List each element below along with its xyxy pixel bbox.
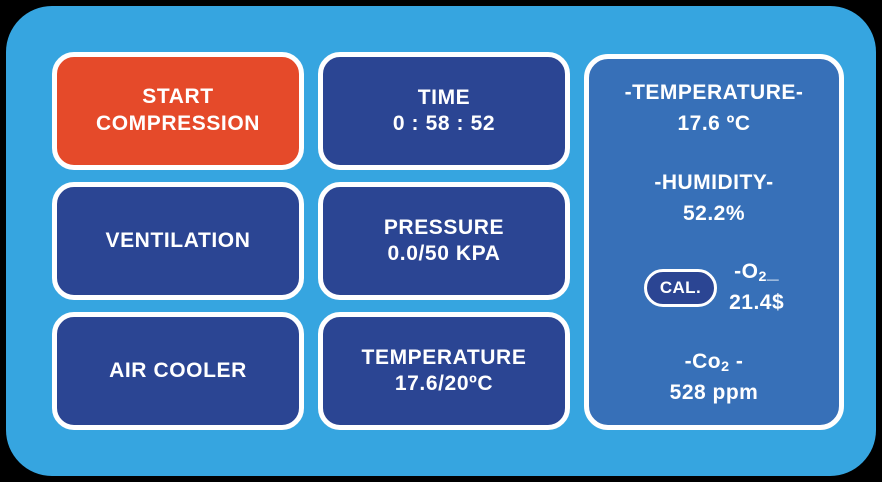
sensor-temperature-value: 17.6 ºC: [677, 112, 751, 135]
device-body: START COMPRESSION VENTILATION AIR COOLER…: [6, 6, 876, 476]
pressure-label: PRESSURE: [383, 215, 505, 239]
start-compression-label-line2: COMPRESSION: [95, 112, 261, 135]
air-cooler-label: AIR COOLER: [109, 358, 247, 382]
sensor-carbon-dioxide: -Co2 - 528 ppm: [603, 350, 825, 405]
time-readout[interactable]: TIME 0 : 58 : 52: [318, 52, 570, 170]
sensor-humidity-value: 52.2%: [682, 201, 746, 225]
sensor-humidity: -HUMIDITY- 52.2%: [603, 171, 825, 226]
ventilation-button[interactable]: VENTILATION: [52, 182, 304, 300]
oxygen-text-group: -O2_ 21.4$: [729, 260, 784, 315]
sensor-oxygen-label-prefix: -O: [734, 260, 759, 284]
sensor-oxygen: CAL. -O2_ 21.4$: [603, 260, 825, 315]
sensor-temperature: -TEMPERATURE- 17.6 ºC: [603, 81, 825, 136]
sensor-co2-label-subscript: 2: [721, 358, 730, 375]
sensor-oxygen-label: -O2_: [729, 260, 784, 285]
sensor-co2-label-suffix: -: [729, 349, 744, 373]
temperature-readout[interactable]: TEMPERATURE 17.6/20ºC: [318, 312, 570, 430]
sensor-oxygen-label-suffix: _: [766, 260, 780, 284]
temperature-value: 17.6/20ºC: [394, 372, 494, 395]
time-label: TIME: [417, 85, 471, 109]
air-cooler-button[interactable]: AIR COOLER: [52, 312, 304, 430]
oxygen-calibrate-button[interactable]: CAL.: [643, 268, 718, 307]
temperature-label: TEMPERATURE: [361, 345, 527, 369]
sensor-humidity-label: -HUMIDITY-: [654, 170, 774, 194]
sensor-oxygen-label-subscript: 2: [758, 268, 767, 285]
pressure-value: 0.0/50 KPA: [387, 242, 501, 265]
sensor-carbon-dioxide-label: -Co2 -: [603, 349, 825, 375]
pressure-readout[interactable]: PRESSURE 0.0/50 KPA: [318, 182, 570, 300]
sensor-carbon-dioxide-value: 528 ppm: [669, 380, 759, 404]
sensor-co2-label-prefix: -Co: [684, 349, 722, 373]
readout-column: TIME 0 : 58 : 52 PRESSURE 0.0/50 KPA TEM…: [318, 52, 570, 430]
sensor-panel: -TEMPERATURE- 17.6 ºC -HUMIDITY- 52.2% C…: [584, 54, 844, 430]
control-button-column: START COMPRESSION VENTILATION AIR COOLER: [52, 52, 304, 430]
sensor-temperature-label: -TEMPERATURE-: [624, 81, 804, 104]
time-value: 0 : 58 : 52: [392, 112, 496, 135]
ventilation-label: VENTILATION: [105, 228, 251, 252]
start-compression-button[interactable]: START COMPRESSION: [52, 52, 304, 170]
start-compression-label-line1: START: [142, 85, 214, 109]
sensor-oxygen-value: 21.4$: [729, 291, 785, 315]
